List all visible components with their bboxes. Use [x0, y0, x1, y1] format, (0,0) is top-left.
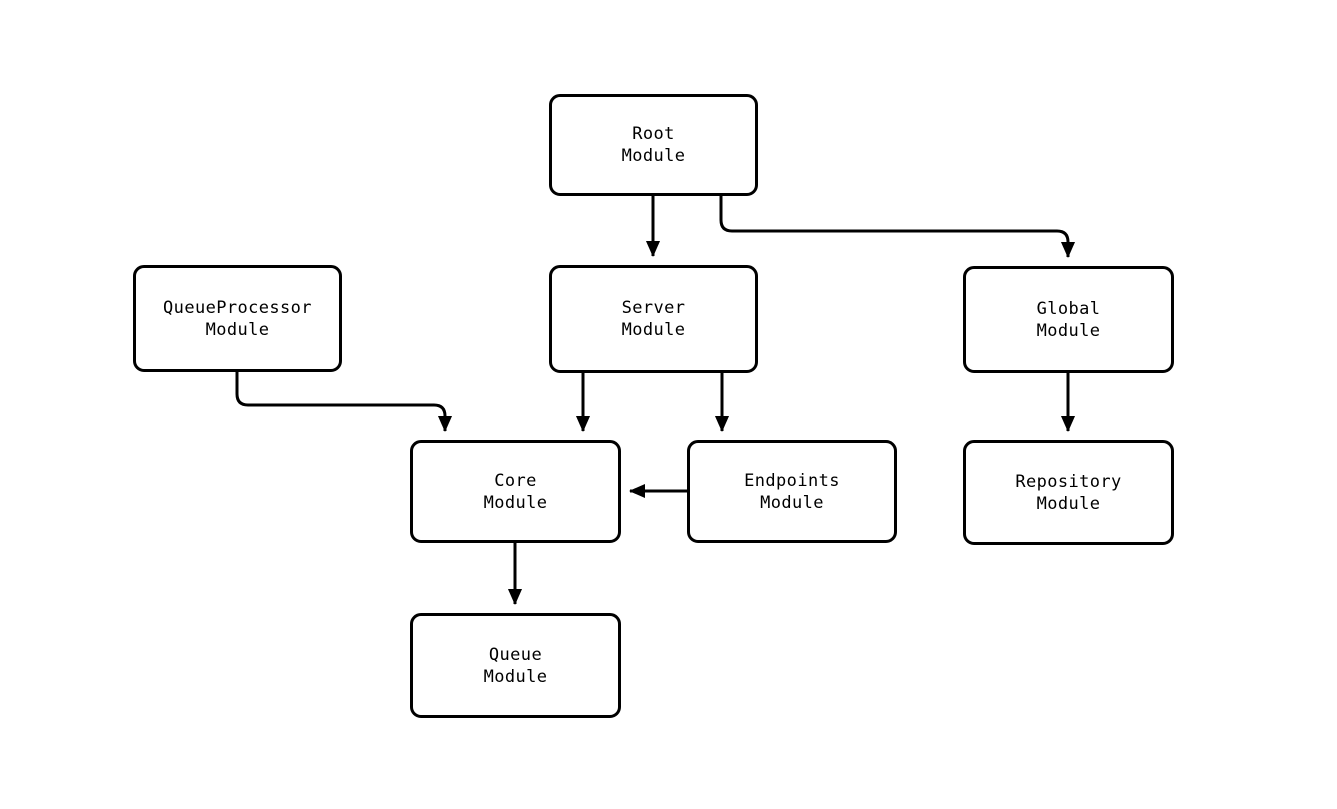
node-queue-module-line2: Module [483, 666, 548, 687]
node-queue-module-line1: Queue [488, 644, 543, 665]
node-repository-module-line1: Repository [1015, 471, 1122, 492]
edge-queueprocessor-to-core [235, 372, 453, 432]
node-server-module-line2: Module [621, 320, 686, 340]
node-queueprocessor-module[interactable]: QueueProcessor Module [133, 265, 342, 372]
node-endpoints-module-line2: Module [760, 492, 824, 513]
node-endpoints-module[interactable]: Endpoints Module [687, 440, 897, 543]
node-global-module[interactable]: Global Module [963, 266, 1174, 373]
node-root-module-line1: Root [632, 124, 675, 144]
node-repository-module-line2: Module [1036, 493, 1101, 514]
node-server-module[interactable]: Server Module [549, 265, 758, 373]
node-endpoints-module-line1: Endpoints [744, 470, 840, 491]
node-queueprocessor-module-line2: Module [205, 319, 270, 340]
node-global-module-line1: Global [1036, 298, 1101, 319]
node-global-module-line2: Module [1036, 320, 1101, 341]
node-core-module-line2: Module [483, 492, 548, 513]
node-root-module-line2: Module [621, 146, 686, 166]
node-queueprocessor-module-line1: QueueProcessor [163, 297, 312, 318]
node-repository-module[interactable]: Repository Module [963, 440, 1174, 545]
edge-root-to-global [719, 196, 1076, 258]
node-queue-module[interactable]: Queue Module [410, 613, 621, 718]
node-root-module[interactable]: Root Module [549, 94, 758, 196]
node-core-module-line1: Core [494, 470, 537, 491]
node-server-module-line1: Server [621, 298, 686, 318]
node-core-module[interactable]: Core Module [410, 440, 621, 543]
